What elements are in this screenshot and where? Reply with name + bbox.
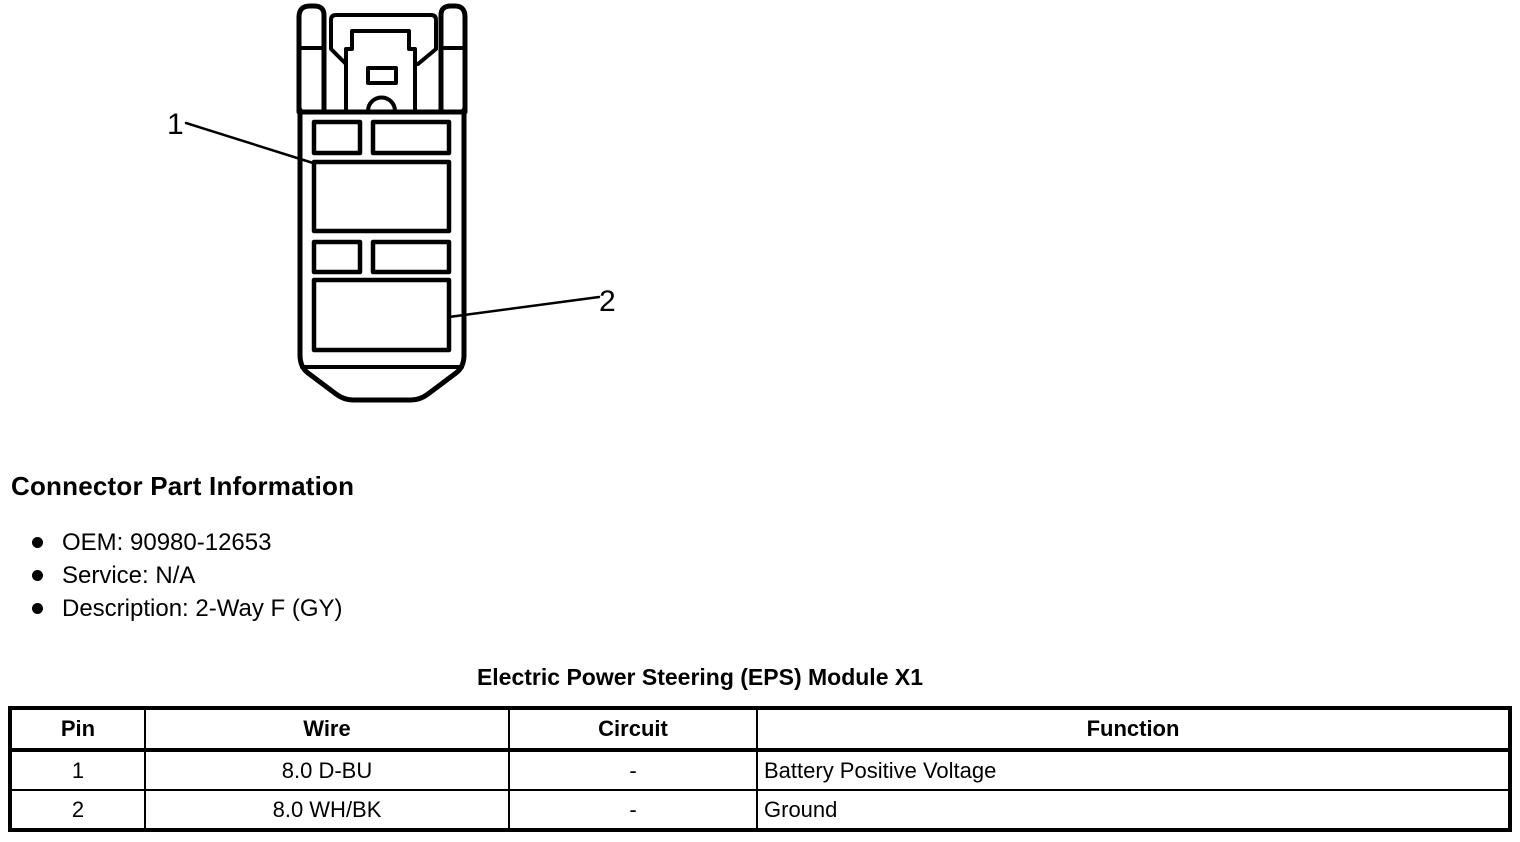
cell-circuit: - (508, 749, 758, 791)
pin-1-cavity (311, 159, 452, 234)
list-item-text: Service: N/A (62, 561, 196, 589)
callout-leader-lines (184, 121, 601, 319)
column-header-circuit: Circuit (508, 706, 758, 752)
cell-function: Ground (756, 789, 1512, 832)
column-header-function: Function (756, 706, 1512, 752)
list-item-text: Description: 2-Way F (GY) (62, 594, 343, 622)
callout-2-label: 2 (599, 285, 616, 318)
callout-2-leader (447, 295, 601, 319)
list-item-oem: OEM: 90980-12653 (32, 526, 343, 559)
table-header-row: Pin Wire Circuit Function (8, 706, 1512, 752)
cavity-small-top-left (311, 119, 363, 156)
cavity-small-top-right (370, 119, 452, 156)
bullet-icon (32, 603, 43, 614)
connector-latch (329, 13, 438, 113)
table-row-pin-1: 1 8.0 D-BU - Battery Positive Voltage (8, 749, 1512, 791)
pin-table-title: Electric Power Steering (EPS) Module X1 (476, 664, 924, 690)
connector-info-list: OEM: 90980-12653 Service: N/A Descriptio… (32, 526, 343, 625)
column-header-pin: Pin (8, 706, 146, 752)
cell-pin: 1 (8, 749, 146, 791)
cell-wire: 8.0 D-BU (144, 749, 510, 791)
cavity-small-mid-right (370, 239, 452, 275)
cavity-small-mid-left (311, 239, 363, 275)
pin-cavities (311, 119, 452, 353)
connector-diagram: 1 2 (167, 3, 616, 403)
cell-wire: 8.0 WH/BK (144, 789, 510, 832)
cell-function: Battery Positive Voltage (756, 749, 1512, 791)
cell-pin: 2 (8, 789, 146, 832)
cell-circuit: - (508, 789, 758, 832)
list-item-text: OEM: 90980-12653 (62, 528, 272, 556)
callout-1-leader (184, 121, 315, 165)
pin-2-cavity (311, 277, 452, 353)
connector-top-rails (296, 3, 468, 115)
list-item-service: Service: N/A (32, 559, 343, 592)
table-row-pin-2: 2 8.0 WH/BK - Ground (8, 789, 1512, 832)
pin-table: Pin Wire Circuit Function 1 8.0 D-BU - B… (8, 706, 1512, 832)
bullet-icon (32, 537, 43, 548)
connector-body-outline (297, 107, 467, 403)
connector-part-information-heading: Connector Part Information (11, 471, 355, 501)
bullet-icon (32, 570, 43, 581)
column-header-wire: Wire (144, 706, 510, 752)
list-item-description: Description: 2-Way F (GY) (32, 592, 343, 625)
callout-1-label: 1 (167, 108, 184, 141)
